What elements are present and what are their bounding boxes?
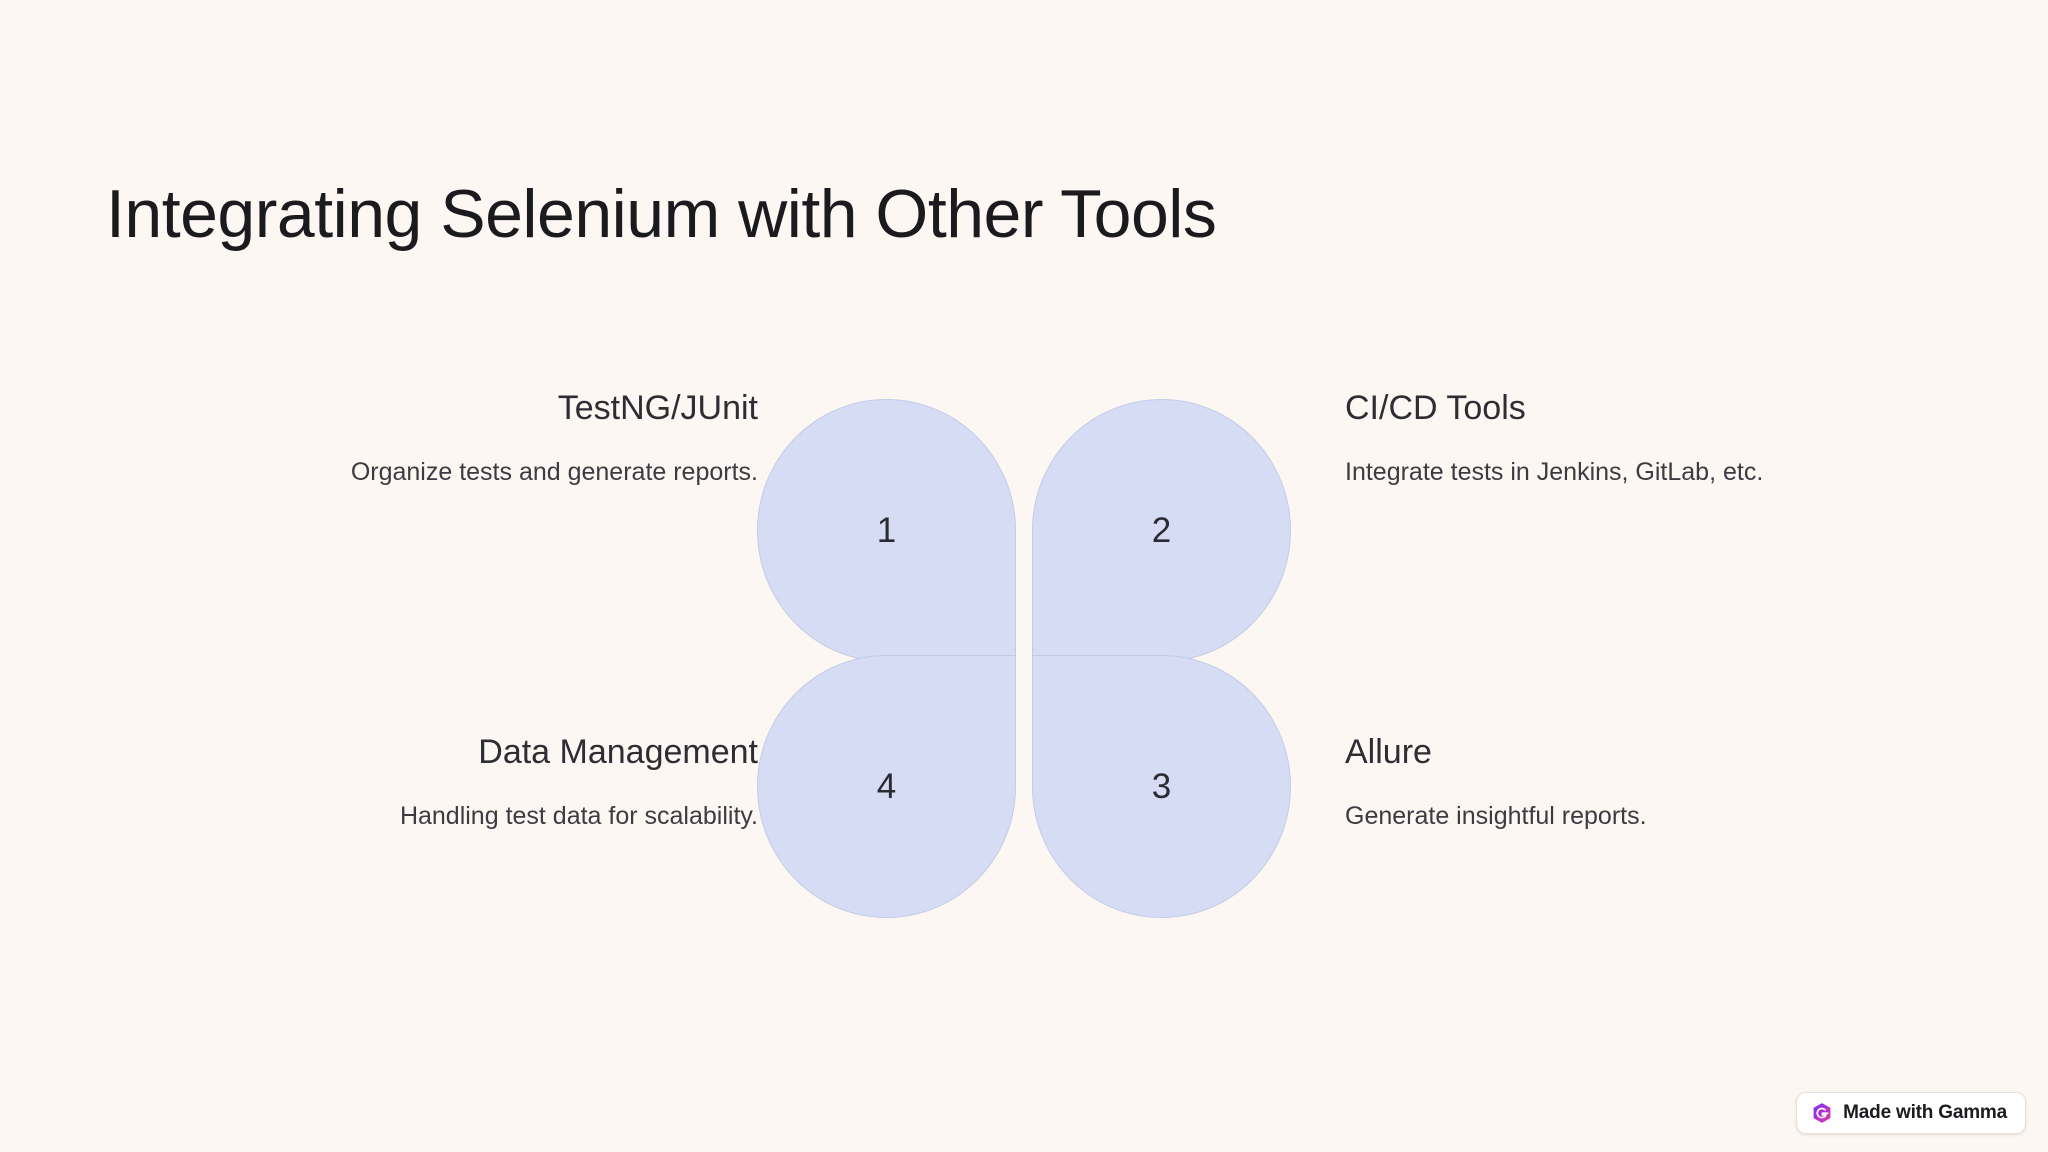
petal-label-testng: TestNG/JUnit Organize tests and generate…	[138, 388, 758, 490]
petal-label-description-1: Organize tests and generate reports.	[350, 457, 758, 486]
petal-label-cicd-tools: CI/CD Tools Integrate tests in Jenkins, …	[1345, 388, 1965, 490]
clover-diagram: TestNG/JUnit Organize tests and generate…	[0, 370, 2048, 930]
petal-label-title-3: Allure	[1345, 733, 1432, 771]
petal-label-data-management: Data Management Handling test data for s…	[138, 732, 758, 834]
petal-label-description-4: Handling test data for scalability.	[399, 801, 758, 830]
made-with-gamma-badge[interactable]: Made with Gamma	[1796, 1092, 2026, 1134]
clover-petal-group: 1 2 3 4	[757, 384, 1291, 918]
petal-2[interactable]: 2	[1032, 399, 1291, 662]
petal-label-title-1: TestNG/JUnit	[557, 389, 758, 427]
petal-label-title-2: CI/CD Tools	[1345, 389, 1526, 427]
petal-number-2: 2	[1151, 511, 1172, 550]
petal-label-title-4: Data Management	[478, 733, 758, 771]
petal-number-4: 4	[876, 767, 897, 806]
petal-number-1: 1	[876, 511, 897, 550]
petal-3[interactable]: 3	[1032, 655, 1291, 918]
gamma-hexagon-icon	[1813, 1103, 1831, 1123]
petal-label-description-3: Generate insightful reports.	[1345, 801, 1647, 830]
petal-label-description-2: Integrate tests in Jenkins, GitLab, etc.	[1345, 457, 1764, 486]
petal-1[interactable]: 1	[757, 399, 1016, 662]
page-title: Integrating Selenium with Other Tools	[106, 176, 1217, 252]
petal-4[interactable]: 4	[757, 655, 1016, 918]
petal-number-3: 3	[1151, 767, 1172, 806]
petal-label-allure: Allure Generate insightful reports.	[1345, 732, 1965, 834]
made-with-gamma-label: Made with Gamma	[1843, 1102, 2007, 1123]
